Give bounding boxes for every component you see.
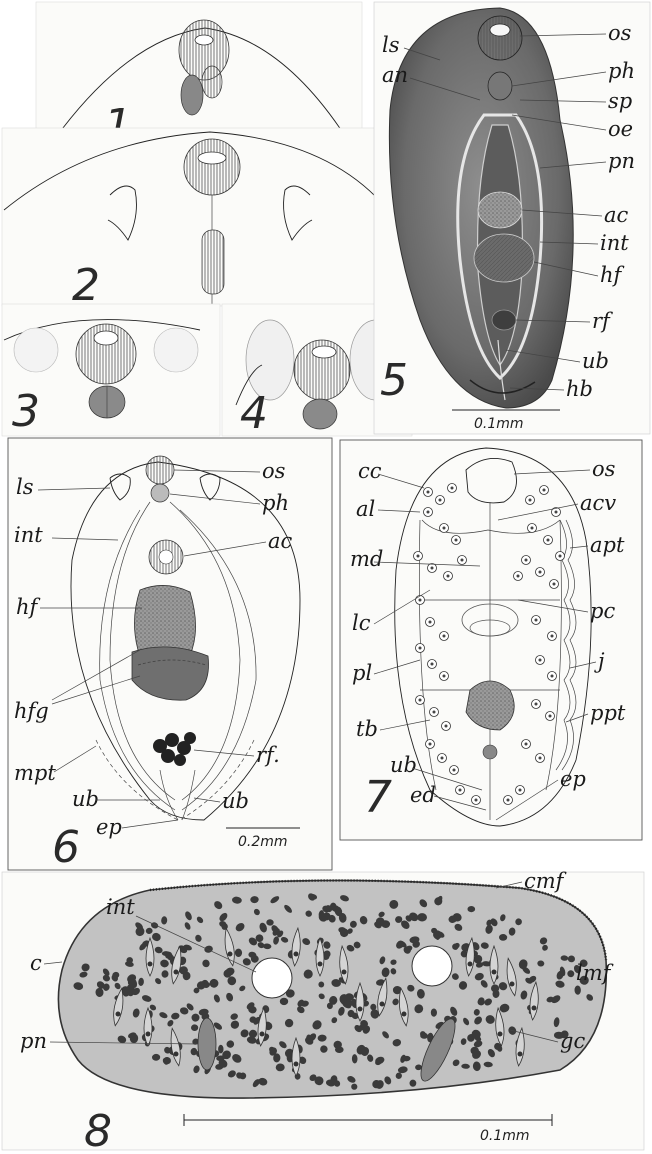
fig5-label-an: an (382, 63, 408, 87)
fig7-label-ed: ed (410, 783, 436, 807)
fig6-label-hfg: hfg (14, 699, 49, 723)
fig6-label-hf: hf (16, 595, 41, 619)
fig6-label-ls: ls (16, 475, 34, 499)
fig8-label-lmf: lmf (576, 961, 614, 985)
fig8-pn-left (198, 1018, 216, 1070)
fig4-number: 4 (240, 388, 268, 439)
fig8-section (58, 880, 606, 1098)
fig5-label-oe: oe (608, 117, 633, 141)
fig2-pharynx (202, 230, 224, 294)
fig6-label-int: int (14, 523, 43, 547)
fig3-number: 3 (12, 386, 40, 437)
figure-2: 2 (2, 128, 390, 311)
fig5-label-pn: pn (608, 149, 635, 173)
fig8-intestine-right (412, 946, 452, 986)
figure-6: ls os ph int ac hf hfg mpt rf. ub ub ep … (8, 438, 332, 873)
fig1-pharynx-left (181, 75, 203, 115)
fig5-label-sp: sp (608, 89, 632, 113)
fig6-pharynx (151, 484, 169, 502)
fig8-intestine-left (252, 958, 292, 998)
fig6-label-ac: ac (268, 529, 293, 553)
fig2-number: 2 (72, 260, 100, 311)
fig5-pharynx (488, 72, 512, 100)
fig7-label-al: al (356, 497, 375, 521)
fig7-label-tb: tb (356, 717, 378, 741)
fig6-number: 6 (52, 822, 80, 873)
fig6-label-ep: ep (96, 815, 122, 839)
fig6-label-mpt: mpt (14, 761, 56, 785)
fig5-oral-sucker (478, 16, 522, 60)
fig6-label-rf: rf. (256, 743, 280, 767)
fig6-scale-label: 0.2mm (238, 834, 288, 850)
fig7-label-ep: ep (560, 767, 586, 791)
fig4-pharynx (303, 399, 337, 429)
fig6-label-ub-left: ub (72, 787, 99, 811)
fig7-label-cc: cc (358, 459, 382, 483)
fig7-label-pl: pl (352, 661, 372, 685)
fig6-label-os: os (262, 459, 286, 483)
fig5-label-ac: ac (604, 203, 629, 227)
fig7-label-pc: pc (590, 599, 615, 623)
fig2-oral-sucker (184, 139, 240, 195)
fig5-rf (492, 310, 516, 330)
fig5-label-ls: ls (382, 33, 400, 57)
fig7-label-lc: lc (352, 611, 371, 635)
fig7-label-md: md (350, 547, 383, 571)
fig5-acetabulum (478, 192, 522, 228)
fig8-label-c: c (30, 951, 42, 975)
fig5-number: 5 (380, 355, 408, 406)
fig7-number: 7 (364, 772, 392, 823)
fig7-label-ub: ub (390, 753, 417, 777)
fig8-label-int: int (106, 895, 135, 919)
figure-3: 3 (2, 304, 220, 437)
fig8-label-gc: gc (560, 1029, 585, 1053)
fig7-label-os: os (592, 457, 616, 481)
fig5-label-hf: hf (600, 263, 625, 287)
fig5-label-ph: ph (608, 59, 635, 83)
fig8-number: 8 (84, 1106, 112, 1154)
fig5-scale-label: 0.1mm (474, 416, 524, 432)
fig8-label-cmf: cmf (524, 869, 567, 893)
fig7-label-acv: acv (580, 491, 616, 515)
fig8-scale-label: 0.1mm (480, 1128, 530, 1144)
fig6-oral-sucker (146, 456, 174, 484)
fig8-label-pn: pn (20, 1029, 47, 1053)
figure-5: ls an os ph sp oe pn ac int hf rf ub hb … (374, 2, 650, 434)
fig5-label-int: int (600, 231, 629, 255)
fig5-label-ub: ub (582, 349, 609, 373)
figure-8: int cmf c lmf pn gc 8 0.1mm (2, 869, 644, 1154)
fig7-label-apt: apt (590, 533, 625, 557)
fig5-label-os: os (608, 21, 632, 45)
fig6-label-ph: ph (262, 491, 289, 515)
fig7-label-ppt: ppt (590, 701, 626, 725)
fig6-label-ub-right: ub (222, 789, 249, 813)
fig1-oral-sucker (179, 20, 229, 80)
fig5-label-hb: hb (566, 377, 593, 401)
fig5-hf (474, 234, 534, 282)
figure-7: cc os al acv apt md lc pc pl j tb ppt ub… (340, 440, 642, 840)
